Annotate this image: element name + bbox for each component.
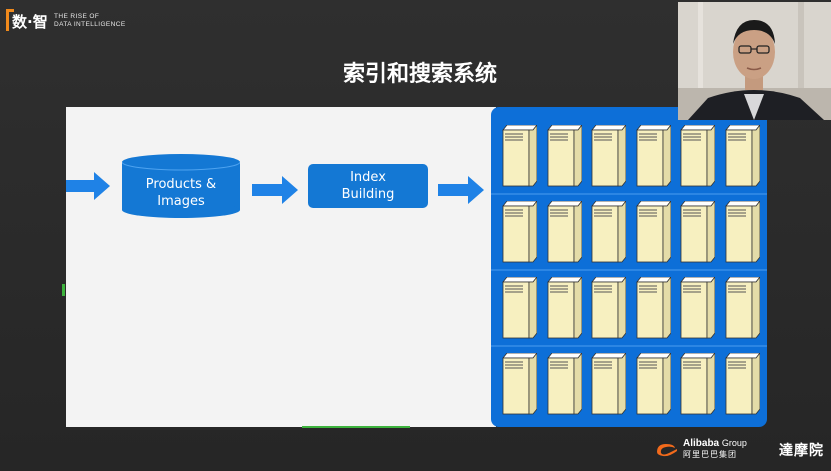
server-icon <box>635 353 671 415</box>
damo-academy-logo: 達摩院 <box>779 443 824 459</box>
brand-tagline-line2: DATA INTELLIGENCE <box>54 21 126 28</box>
arrow-right-icon <box>438 176 484 204</box>
server-icon <box>502 353 537 415</box>
server-icon <box>546 201 582 263</box>
server-cluster <box>491 107 767 427</box>
products-images-label: Products &Images <box>122 176 240 210</box>
speaker-video-icon <box>678 2 831 120</box>
green-bottom-mark <box>302 426 410 428</box>
arrow-right-icon <box>252 176 298 204</box>
server-icon <box>591 353 626 415</box>
server-icon <box>680 277 715 339</box>
server-icon <box>502 125 537 187</box>
green-edge-mark <box>62 284 65 296</box>
server-icon <box>502 277 537 339</box>
alibaba-label: Alibaba <box>683 438 720 449</box>
brand-mark-text: 数·智 <box>12 12 48 31</box>
server-icon <box>591 277 626 339</box>
server-icon <box>680 201 715 263</box>
speaker-webcam <box>678 2 831 120</box>
arrow-right-icon <box>66 172 110 200</box>
brand-mark: 数·智 <box>6 9 50 33</box>
server-icon <box>635 201 671 263</box>
group-label: Group <box>721 438 747 448</box>
products-images-database: Products &Images <box>121 154 241 218</box>
server-icon <box>635 277 671 339</box>
slide-title: 索引和搜索系统 <box>342 62 497 87</box>
server-icon <box>635 125 671 187</box>
brand-logo: 数·智 THE RISE OF DATA INTELLIGENCE <box>6 8 126 34</box>
server-icon <box>591 125 626 187</box>
server-icon <box>680 125 715 187</box>
server-icon <box>546 277 582 339</box>
alibaba-group-logo: Alibaba Group 阿里巴巴集团 <box>655 438 747 460</box>
alibaba-cn-label: 阿里巴巴集团 <box>683 450 737 459</box>
server-icon <box>546 353 582 415</box>
server-icon <box>502 201 537 263</box>
alibaba-logo-icon <box>657 444 677 457</box>
server-icon <box>680 353 715 415</box>
server-icon <box>724 353 760 415</box>
server-icon <box>546 125 582 187</box>
brand-tagline-line1: THE RISE OF <box>54 13 100 20</box>
cluster-row-divider <box>491 269 767 271</box>
cluster-row-divider <box>491 345 767 347</box>
server-icon <box>591 201 626 263</box>
server-icon <box>724 201 760 263</box>
server-icon <box>724 125 760 187</box>
brand-corner-accent <box>6 9 14 31</box>
brand-tagline: THE RISE OF DATA INTELLIGENCE <box>54 13 126 29</box>
cluster-row-divider <box>491 193 767 195</box>
database-icon <box>121 154 241 218</box>
products-label-line: Products &Images <box>145 177 217 209</box>
server-icon <box>724 277 760 339</box>
